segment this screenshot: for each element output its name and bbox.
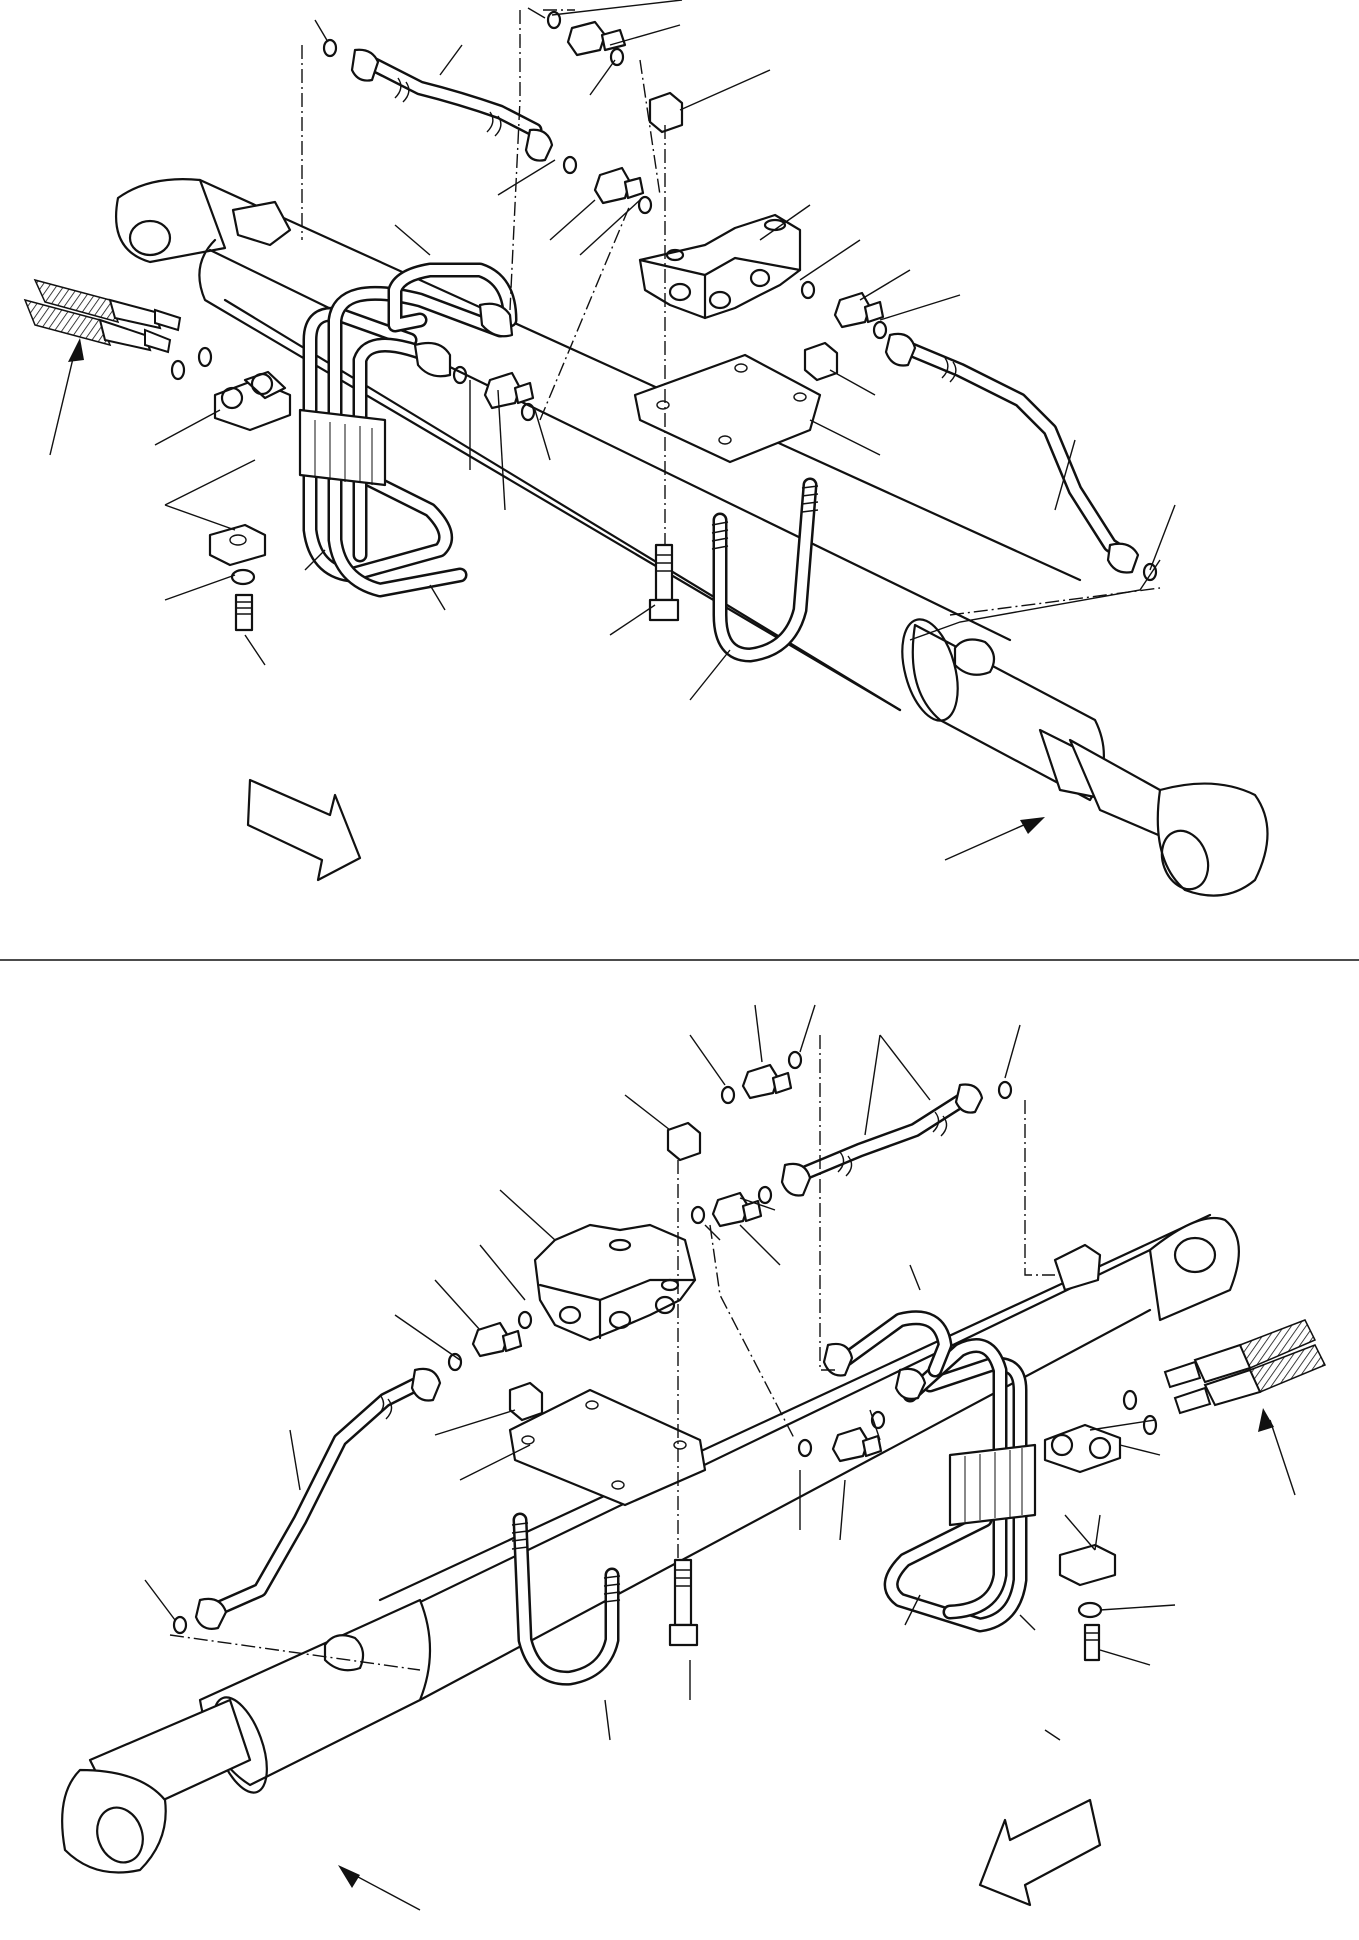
o-ring — [690, 1205, 706, 1225]
o-ring — [800, 280, 816, 300]
rigid-tube — [822, 1310, 953, 1400]
u-bolt — [711, 477, 819, 663]
union-fitting — [593, 166, 645, 205]
cylinder-front-gland — [901, 618, 1175, 842]
o-ring — [1142, 1414, 1158, 1436]
tube-clamp-upper — [1043, 1423, 1122, 1474]
pointer-arrowhead — [1020, 817, 1045, 834]
view-direction-arrow-icon — [978, 1798, 1102, 1907]
tube-clamp-lower — [1058, 1543, 1117, 1587]
cylinder-rod-eye — [1156, 782, 1269, 897]
pointer-arrowhead — [338, 1865, 360, 1888]
bolt — [648, 543, 680, 622]
nut — [803, 341, 839, 382]
o-ring — [637, 195, 653, 215]
nut — [648, 91, 684, 134]
bolt — [234, 593, 254, 632]
flexible-hose-pair — [23, 278, 213, 381]
o-ring — [720, 1085, 736, 1105]
mounting-plate — [633, 353, 822, 464]
cylinder-rod-eye — [61, 1768, 167, 1874]
o-ring — [517, 1310, 533, 1330]
bolt — [1083, 1623, 1101, 1662]
cylinder-rod-port — [953, 638, 996, 676]
nut — [666, 1121, 702, 1162]
cylinder-rod-port — [323, 1634, 365, 1672]
cylinder-rear-eye — [1148, 1216, 1240, 1322]
distribution-block — [533, 1223, 697, 1342]
flexible-hose-pair — [1122, 1319, 1327, 1436]
cylinder-rear-eye — [114, 178, 227, 264]
o-ring — [170, 359, 186, 381]
view-direction-arrow-icon — [246, 778, 362, 882]
pointer-arrowhead — [68, 338, 84, 362]
leader-lines — [144, 1004, 1296, 1911]
assembly-centerlines — [169, 1035, 1055, 1671]
nut — [508, 1381, 544, 1422]
o-ring — [562, 155, 578, 175]
lower-view — [61, 1004, 1327, 1911]
o-ring — [870, 1410, 886, 1430]
rigid-tube — [884, 332, 1161, 641]
pointer-arrowhead — [1258, 1408, 1274, 1432]
cylinder-head-port — [1053, 1243, 1102, 1292]
o-ring — [447, 1352, 463, 1372]
union-fitting — [831, 1426, 883, 1463]
union-fitting — [471, 1321, 523, 1358]
distribution-block — [638, 213, 802, 320]
mounting-plate — [508, 1388, 707, 1507]
o-ring — [546, 10, 562, 30]
rigid-tube — [387, 262, 518, 378]
assembly-centerlines — [301, 9, 1161, 616]
union-fitting — [833, 291, 885, 329]
hydraulic-cylinder — [61, 1213, 1240, 1874]
leader-lines — [49, 0, 1176, 861]
o-ring — [520, 402, 536, 422]
o-ring — [1122, 1389, 1138, 1411]
o-ring — [609, 47, 625, 67]
rigid-tube — [194, 1367, 442, 1630]
rigid-tube — [350, 48, 554, 162]
upper-view — [23, 0, 1269, 897]
bolt — [668, 1558, 699, 1647]
cylinder-head-port — [231, 200, 292, 247]
looped-tube-pair — [883, 1338, 1037, 1633]
union-fitting — [483, 371, 535, 410]
o-ring — [757, 1185, 773, 1205]
o-ring — [997, 1080, 1013, 1100]
o-ring — [197, 346, 213, 368]
rigid-tube — [780, 1083, 984, 1197]
o-ring — [797, 1438, 813, 1458]
washer — [230, 568, 256, 586]
union-fitting — [741, 1063, 793, 1100]
o-ring — [172, 1615, 188, 1635]
tube-clamp-upper — [213, 370, 292, 432]
union-fitting — [566, 20, 627, 57]
o-ring — [322, 38, 338, 58]
o-ring — [452, 365, 468, 385]
o-ring — [787, 1050, 803, 1070]
washer — [1077, 1601, 1103, 1619]
union-fitting — [711, 1191, 763, 1228]
o-ring — [872, 320, 888, 340]
o-ring — [1142, 562, 1158, 582]
u-bolt — [511, 1512, 621, 1686]
